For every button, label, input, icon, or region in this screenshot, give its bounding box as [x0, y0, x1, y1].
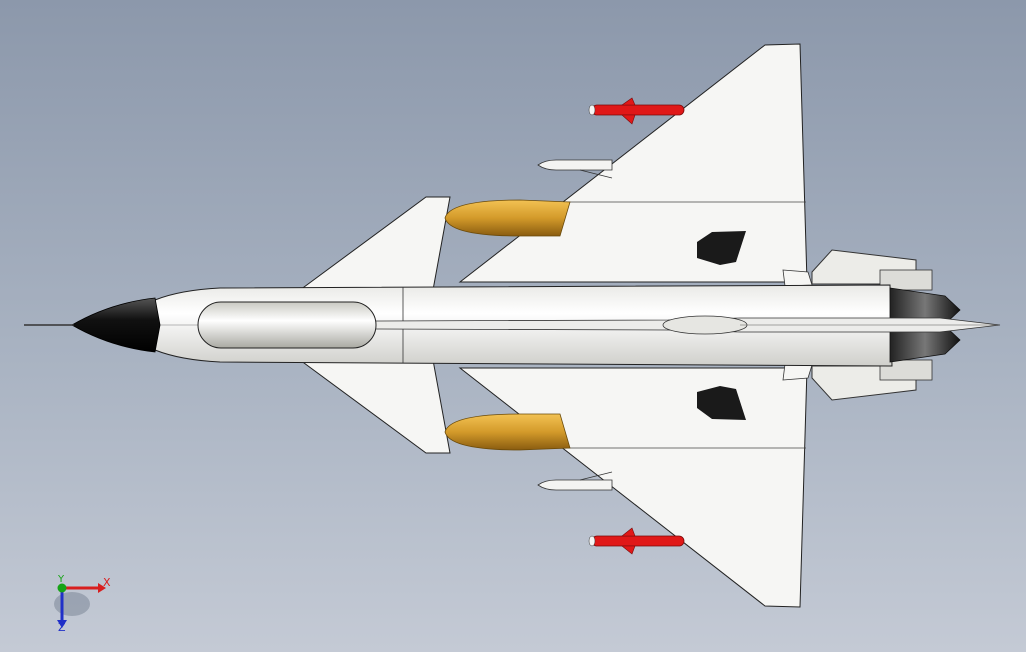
z-axis-label: Z [58, 621, 66, 634]
upper-main-wing [458, 43, 808, 283]
upper-white-missile [537, 159, 613, 179]
upper-engine-nozzle [889, 287, 961, 325]
upper-canard [298, 196, 451, 291]
nose-cone [71, 297, 161, 353]
lower-red-missile [588, 527, 685, 555]
upper-fuel-tank [444, 199, 571, 237]
upper-red-missile [588, 97, 685, 125]
lower-wing-marking [697, 386, 746, 420]
lower-canard [298, 359, 451, 454]
y-axis-label: Y [58, 574, 65, 585]
orientation-triad-icon [54, 583, 106, 628]
lower-main-wing [458, 367, 808, 608]
lower-fuel-tank [444, 413, 571, 451]
canopy [197, 301, 377, 349]
upper-wing-marking [697, 231, 746, 265]
lower-white-missile [537, 471, 613, 491]
x-axis-label: X [103, 576, 111, 589]
